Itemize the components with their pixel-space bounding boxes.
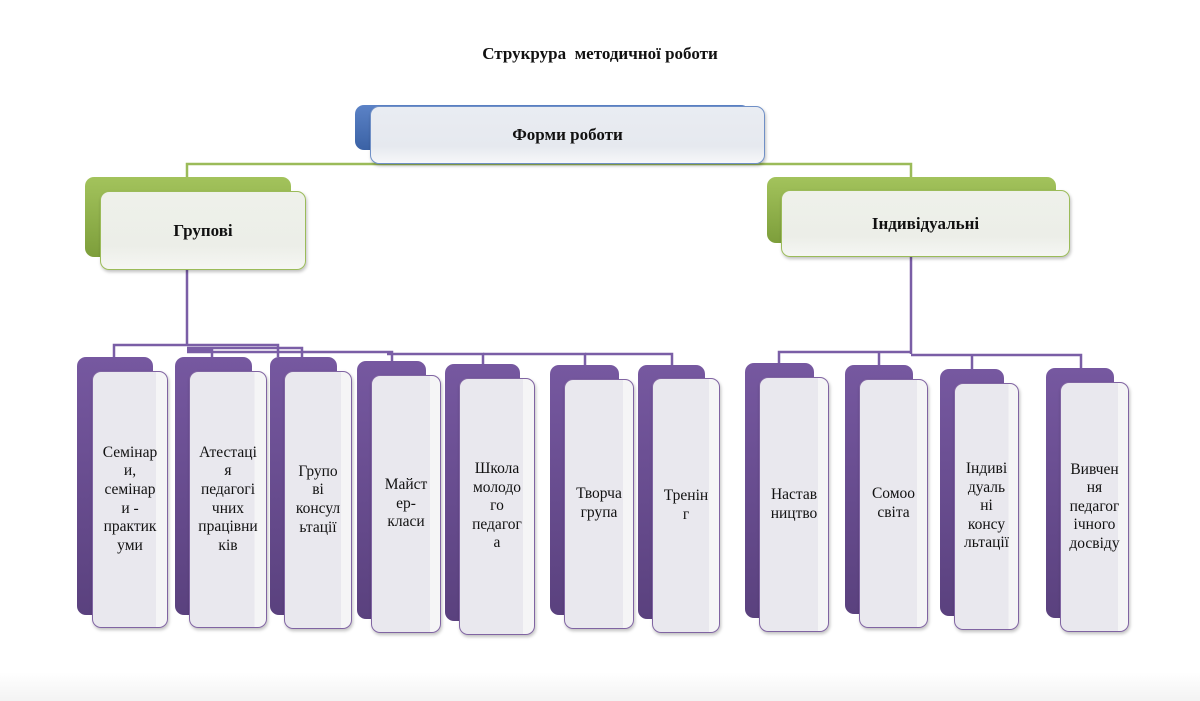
connector-item-4 (187, 350, 394, 361)
item-node-label: Групо ві консул ьтації (295, 462, 341, 536)
connector-item-2b (187, 348, 214, 357)
item-node: Настав ництво (759, 377, 829, 632)
connector-item-1 (112, 343, 187, 357)
item-node-label: Атестаці я педагогі чних працівни ків (198, 443, 258, 554)
root-node-label: Форми роботи (512, 125, 623, 144)
item-node-label: Сомоо світа (871, 484, 916, 521)
item-node: Школа молодо го педагог а (459, 378, 535, 635)
connector-item-3 (187, 346, 304, 357)
item-node: Групо ві консул ьтації (284, 371, 352, 629)
item-node: Семінар и, семінар и - практик уми (92, 371, 168, 628)
connector-item-r1 (777, 350, 911, 363)
group-node-individualni: Індивідуальні (781, 190, 1070, 257)
connector-item-r3 (911, 353, 1083, 368)
item-node: Майст ер- класи (371, 375, 441, 633)
group-node-label: Групові (173, 220, 233, 240)
connector-item-7 (585, 352, 674, 365)
item-node-label: Творча група (576, 485, 622, 521)
item-node-label: Вивчен ня педагог ічного досвіду (1069, 460, 1120, 552)
page-bottom-shade (0, 672, 1200, 701)
item-node-label: Настав ництво (770, 485, 818, 522)
item-node: Сомоо світа (859, 379, 928, 628)
item-node: Творча група (564, 379, 634, 629)
item-node-label: Майст ер- класи (384, 476, 428, 531)
diagram-title: Струкрура методичної роботи (482, 44, 718, 63)
connector-root-to-group (185, 162, 913, 177)
group-node-label: Індивідуальні (871, 213, 980, 233)
item-node-label: Школа молодо го педагог а (472, 460, 522, 552)
item-node: Атестаці я педагогі чних працівни ків (189, 371, 267, 628)
item-node-label: Тренін г (663, 486, 709, 523)
item-node: Індиві дуаль ні консу льтації (954, 383, 1019, 630)
item-node-label: Індиві дуаль ні консу льтації (964, 460, 1009, 552)
root-node: Форми роботи (370, 106, 765, 164)
group-node-grupovi: Групові (100, 191, 306, 270)
item-node: Тренін г (652, 378, 720, 633)
item-node: Вивчен ня педагог ічного досвіду (1060, 382, 1129, 632)
item-node-label: Семінар и, семінар и - практик уми (102, 443, 158, 554)
